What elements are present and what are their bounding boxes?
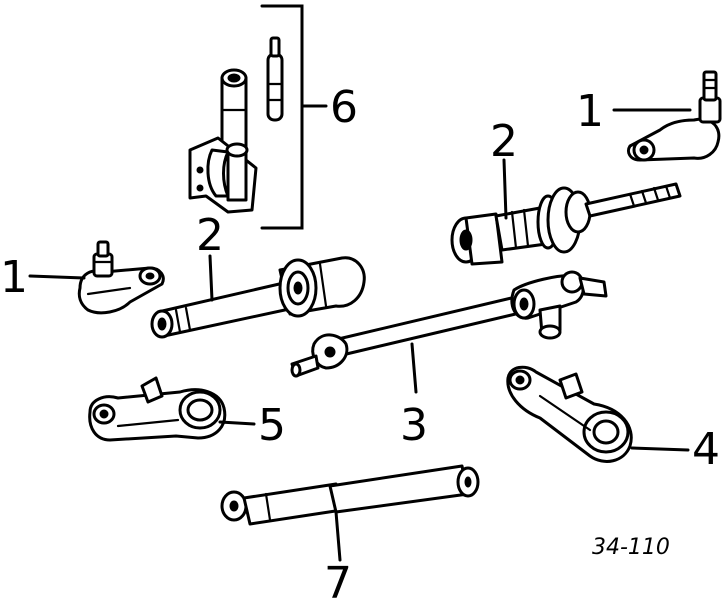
pin-bolt xyxy=(266,36,284,122)
callout-7: 7 xyxy=(324,558,352,600)
tie-rod-right xyxy=(450,182,682,266)
leader-lines xyxy=(28,108,692,562)
callout-6: 6 xyxy=(330,82,358,133)
figure-reference: 34-110 xyxy=(592,535,670,560)
callout-4: 4 xyxy=(692,424,720,475)
callout-2-right: 2 xyxy=(490,116,518,167)
tie-rod-end-left xyxy=(77,240,165,315)
group-6-bracket xyxy=(260,4,328,230)
callout-5: 5 xyxy=(258,400,286,451)
idler-bracket xyxy=(188,136,258,214)
callout-2-left: 2 xyxy=(196,210,224,261)
callout-1-left: 1 xyxy=(0,252,28,303)
pitman-arm xyxy=(506,365,633,463)
callout-1-right: 1 xyxy=(576,86,604,137)
idler-arm xyxy=(88,376,227,442)
adjusting-sleeve-left xyxy=(150,256,366,339)
steering-damper xyxy=(220,464,480,526)
callout-3: 3 xyxy=(400,400,428,451)
center-link xyxy=(290,270,608,378)
tie-rod-end-right xyxy=(626,70,722,162)
